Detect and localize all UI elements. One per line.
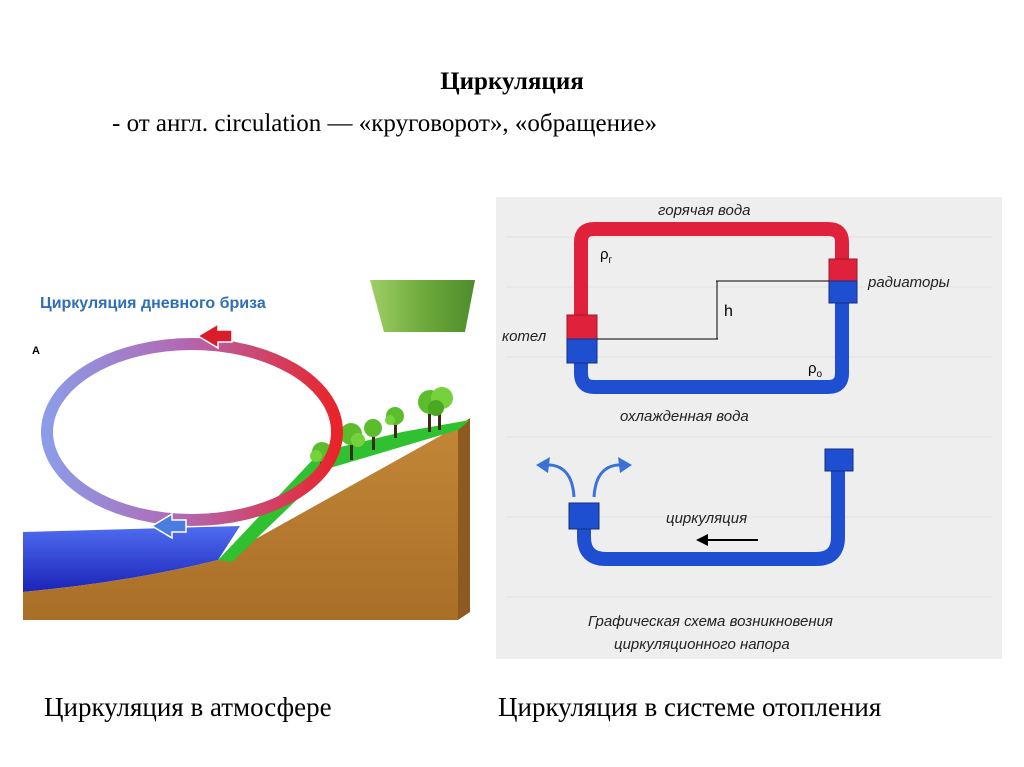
- breeze-loop: [41, 338, 343, 526]
- radiators-label: радиаторы: [867, 274, 950, 291]
- curved-arrow-left-head: [536, 457, 550, 473]
- page-subtitle: - от англ. circulation — «круговорот», «…: [112, 110, 657, 137]
- scan-background: [496, 197, 1002, 659]
- circulation-label: циркуляция: [666, 510, 747, 527]
- corner-banner: [370, 280, 475, 332]
- boiler-cold: [566, 338, 598, 364]
- page-title: Циркуляция: [440, 68, 584, 95]
- scheme-caption-line2: циркуляционного напора: [614, 636, 790, 653]
- boiler-hot: [566, 314, 598, 340]
- tree: [418, 387, 453, 432]
- caption-atmosphere: Циркуляция в атмосфере: [44, 692, 332, 722]
- rho-cold-label: ρо: [808, 360, 823, 380]
- circulation-right-cap: [824, 448, 854, 472]
- height-label: h: [724, 303, 733, 320]
- hot-water-label: горячая вода: [658, 202, 751, 219]
- circulation-pipe: [577, 465, 845, 566]
- upper-arrow-icon: [196, 322, 233, 350]
- curved-arrow-right-head: [618, 457, 632, 473]
- scheme-caption-line1: Графическая схема возникновения: [588, 613, 833, 630]
- breeze-diagram: Циркуляция дневного бриза A: [23, 280, 475, 620]
- land-slope: [23, 426, 458, 620]
- cooled-water-label: охлажденная вода: [620, 408, 749, 425]
- rho-hot-label: ρг: [600, 246, 613, 266]
- marker-a: A: [32, 345, 40, 357]
- boiler-label: котел: [502, 328, 547, 345]
- radiator-hot: [828, 258, 858, 282]
- land-side: [458, 418, 470, 620]
- hot-water-pipe: [574, 222, 849, 327]
- sea-water: [23, 526, 240, 592]
- breeze-title: Циркуляция дневного бриза: [40, 295, 266, 312]
- radiator-cold: [828, 280, 858, 304]
- trees: [310, 387, 453, 474]
- grass-slope: [218, 420, 470, 562]
- tree: [364, 419, 382, 450]
- circulation-left-cap: [568, 502, 600, 530]
- tree: [385, 407, 404, 438]
- cooled-water-pipe: [574, 285, 849, 394]
- caption-heating: Циркуляция в системе отопления: [498, 692, 882, 722]
- flow-arrow-head-icon: [696, 534, 708, 546]
- tree: [340, 423, 365, 460]
- lower-arrow-icon: [150, 512, 187, 540]
- heating-diagram: h ρг ρо горячая вода радиаторы котел охл…: [496, 197, 1002, 659]
